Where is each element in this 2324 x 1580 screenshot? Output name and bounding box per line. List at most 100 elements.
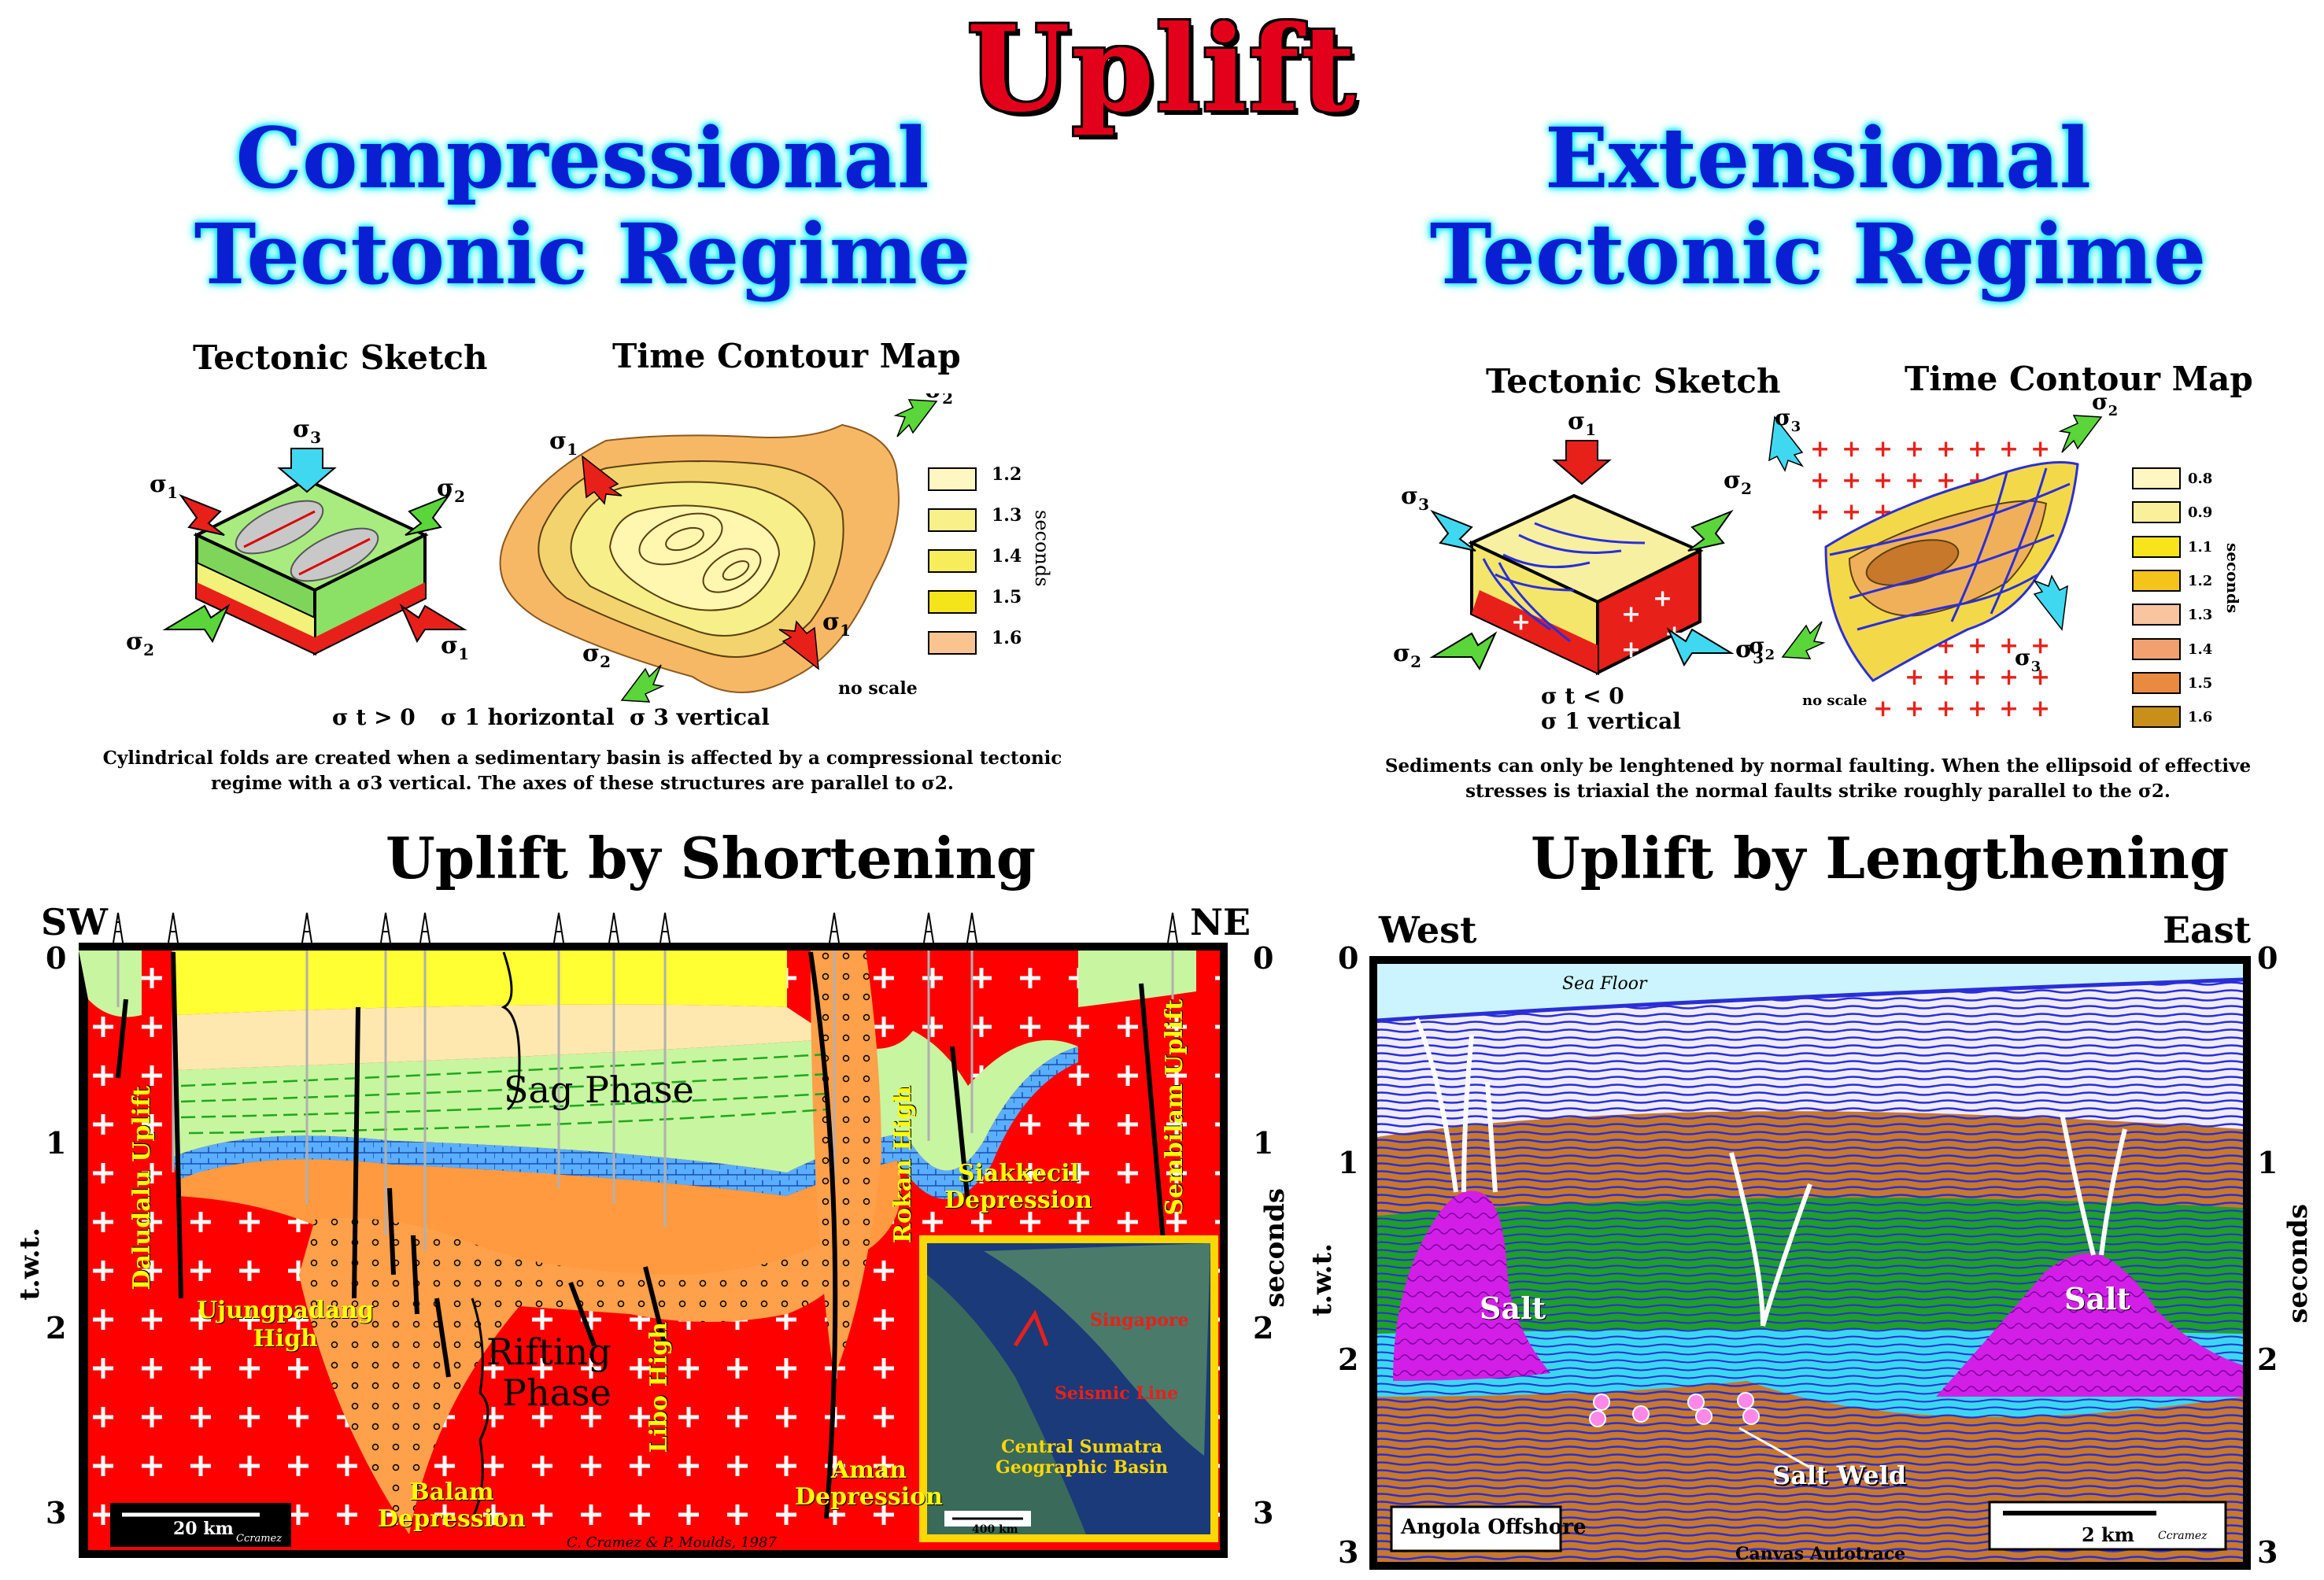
compressional-legend [928,467,977,655]
svg-text:+: + [1999,435,2019,463]
svg-text:+: + [1621,600,1641,628]
lengthening-right-direction: East [2163,909,2252,951]
label-siakkecil: Siakkecil Depression [944,1161,1092,1214]
compressional-map-sigma2-arrow-top [893,399,938,437]
compressional-heading: Compressional Tectonic Regime [157,110,1007,302]
svg-text:σ1: σ1 [150,471,178,502]
ext-legend-value-8: 1.6 [2188,709,2213,725]
svg-text:+: + [2030,663,2050,691]
inset-basin: Central Sumatra Geographic Basin [996,1437,1168,1478]
svg-text:+: + [2030,435,2050,463]
shortening-scale-label: 20 km [173,1519,234,1539]
shortening-left-tick-3: 3 [46,1495,67,1530]
label-salt-right: Salt [2064,1281,2131,1316]
compressional-sigma2-arrow-right [405,493,451,536]
extensional-sigma2-arrow-right [1687,509,1734,552]
extensional-no-scale: no scale [1802,692,1868,709]
inset-basin-line1: Central Sumatra [1001,1437,1163,1457]
legend-value-2: 1.3 [992,505,1022,526]
svg-text:+: + [1936,663,1956,691]
salt-weld-markers [1589,1392,1760,1427]
shortening-seismic-section [79,912,1228,1558]
sag-brace [501,951,521,1111]
lengthening-author-tag: Ccramez [2158,1530,2208,1542]
lengthening-seismic-section [1369,956,2251,1570]
lengthening-left-tick-0: 0 [1338,940,1359,976]
svg-text:+: + [1842,435,1861,463]
label-balam-line2: Depression [378,1505,526,1533]
main-title: Uplift [966,0,1358,138]
label-ujung-line2: High [253,1325,318,1353]
legend-value-1: 1.2 [992,464,1022,485]
svg-text:+: + [1999,663,2019,691]
compressional-sketch-label: Tectonic Sketch [193,338,488,377]
ext-legend-value-3: 1.1 [2188,539,2213,556]
shortening-left-tick-0: 0 [46,940,67,976]
label-libo-high: Libo High [645,1322,673,1453]
svg-text:+: + [1999,695,2019,722]
ext-legend-value-1: 0.8 [2188,471,2213,487]
shortening-right-tick-0: 0 [1253,940,1274,976]
compressional-map-sigma1-arrow-top [582,455,623,505]
inset-seismic-line: Seismic Line [1055,1383,1179,1404]
label-angola-offshore: Angola Offshore [1401,1515,1587,1539]
lengthening-right-tick-0: 0 [2257,940,2278,976]
extensional-legend-unit: seconds [2223,543,2242,614]
lengthening-left-direction: West [1379,909,1477,951]
svg-text:σ2: σ2 [1749,633,1775,663]
label-canvas-autotrace: Canvas Autotrace [1735,1544,1906,1564]
compressional-caption-line2: regime with a σ3 vertical. The axes of t… [211,773,954,794]
label-salt-weld: Salt Weld [1772,1460,1907,1490]
svg-text:+: + [2030,695,2050,722]
ext-legend-value-4: 1.2 [2188,573,2213,589]
svg-text:+: + [1511,608,1531,636]
extensional-stress-note-2: σ 1 vertical [1541,708,1681,734]
label-rifting-line2: Phase [502,1371,611,1414]
svg-text:+: + [1873,435,1893,463]
compressional-heading-line2: Tectonic Regime [194,205,971,303]
normal-faults [1414,1017,2127,1327]
compressional-stress-note-2: σ 1 horizontal [441,704,615,730]
legend-value-5: 1.6 [992,628,1022,648]
label-siak-line1: Siakkecil [957,1160,1080,1187]
label-sembilam: Sembilam Uplift [1161,999,1188,1216]
label-daludalu: Daludalu Uplift [128,1086,156,1290]
lengthening-left-tick-3: 3 [1338,1534,1359,1570]
svg-text:+: + [1905,695,1924,722]
compressional-sigma1-arrow-right [399,604,467,644]
extensional-diagrams: + + + + + σ1 σ3 σ2 σ2 σ3 ++++++++ ++++++… [1393,393,2181,728]
lengthening-right-tick-2: 2 [2257,1342,2278,1377]
svg-text:+: + [1936,435,1956,463]
extensional-contour-map: ++++++++ ++++++ +++ ++++ +++++ ++++++ [1810,435,2079,722]
svg-text:+: + [1967,632,1987,659]
svg-text:+: + [1810,467,1830,494]
extensional-map-sigma3-arrow-bottom [2032,574,2068,631]
svg-text:+: + [1936,695,1956,722]
svg-text:+: + [1842,467,1861,494]
label-rokan-high: Rokan High [889,1086,917,1243]
compressional-heading-line1: Compressional [235,109,929,207]
compressional-legend-unit: seconds [1031,510,1053,587]
compressional-map-label: Time Contour Map [612,337,961,375]
location-box [1390,1505,1562,1552]
shortening-left-axis-label: t.w.t. [14,1227,46,1301]
derricks [113,912,1178,943]
faults [116,951,1167,1519]
svg-text:+: + [1999,632,2019,659]
lengthening-left-tick-1: 1 [1338,1145,1359,1180]
compressional-caption: Cylindrical folds are created when a sed… [79,746,1086,796]
svg-text:+: + [1653,585,1672,612]
lengthening-left-tick-2: 2 [1338,1342,1359,1377]
compressional-stress-note-3: σ 3 vertical [630,704,770,730]
svg-text:σ2: σ2 [126,628,154,659]
shortening-credit: C. Cramez & P. Moulds, 1987 [567,1534,777,1551]
label-balam: Balam Depression [378,1479,526,1533]
wells [116,951,1174,1251]
extensional-map-label: Time Contour Map [1905,360,2253,398]
label-salt-left: Salt [1480,1290,1546,1326]
label-aman-line1: Aman [830,1456,907,1484]
lengthening-right-tick-1: 1 [2257,1145,2278,1180]
label-sea-floor: Sea Floor [1562,974,1647,994]
svg-text:+: + [1967,435,1987,463]
salt-dome-left [1393,1191,1550,1381]
